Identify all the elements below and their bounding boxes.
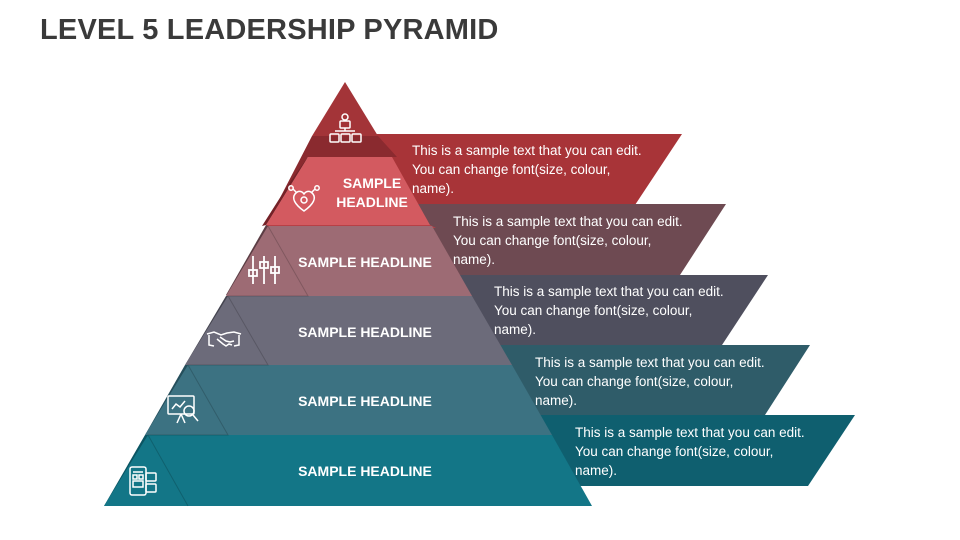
tier-fold-lines bbox=[147, 225, 309, 507]
pyramid-tier-1-edge bbox=[262, 157, 308, 226]
heart-network-icon bbox=[286, 180, 322, 221]
tier-1-headline: SAMPLE HEADLINE bbox=[336, 175, 408, 210]
description-banner-3 bbox=[455, 275, 768, 345]
sliders-icon bbox=[245, 253, 283, 292]
tier-3-description: This is a sample text that you can edit.… bbox=[494, 284, 724, 337]
tier-4-headline: SAMPLE HEADLINE bbox=[298, 393, 432, 409]
tier-2-description: This is a sample text that you can edit.… bbox=[453, 214, 683, 267]
pyramid-tier-3-band bbox=[185, 296, 512, 365]
pyramid-tier-4-band bbox=[145, 365, 552, 435]
handshake-icon bbox=[205, 324, 243, 361]
tier-4-description: This is a sample text that you can edit.… bbox=[535, 355, 765, 408]
pyramid-apex bbox=[312, 82, 378, 136]
tier-5-headline: SAMPLE HEADLINE bbox=[298, 463, 432, 479]
tier-1-description: This is a sample text that you can edit.… bbox=[412, 143, 642, 196]
organization-icon bbox=[327, 110, 363, 151]
pyramid-tier-5-band bbox=[104, 435, 592, 506]
description-banner-5 bbox=[540, 415, 855, 486]
description-banner-4 bbox=[497, 345, 810, 415]
presentation-analysis-icon bbox=[164, 392, 202, 431]
pyramid-tier-2-band bbox=[226, 226, 472, 296]
page-title: LEVEL 5 LEADERSHIP PYRAMID bbox=[40, 14, 499, 46]
tier-3-headline: SAMPLE HEADLINE bbox=[298, 324, 432, 340]
description-banner-2 bbox=[412, 204, 726, 275]
description-banner-1 bbox=[372, 134, 682, 205]
mobile-dashboard-icon bbox=[124, 463, 160, 504]
tier-2-headline: SAMPLE HEADLINE bbox=[298, 254, 432, 270]
tier-5-description: This is a sample text that you can edit.… bbox=[575, 425, 805, 478]
